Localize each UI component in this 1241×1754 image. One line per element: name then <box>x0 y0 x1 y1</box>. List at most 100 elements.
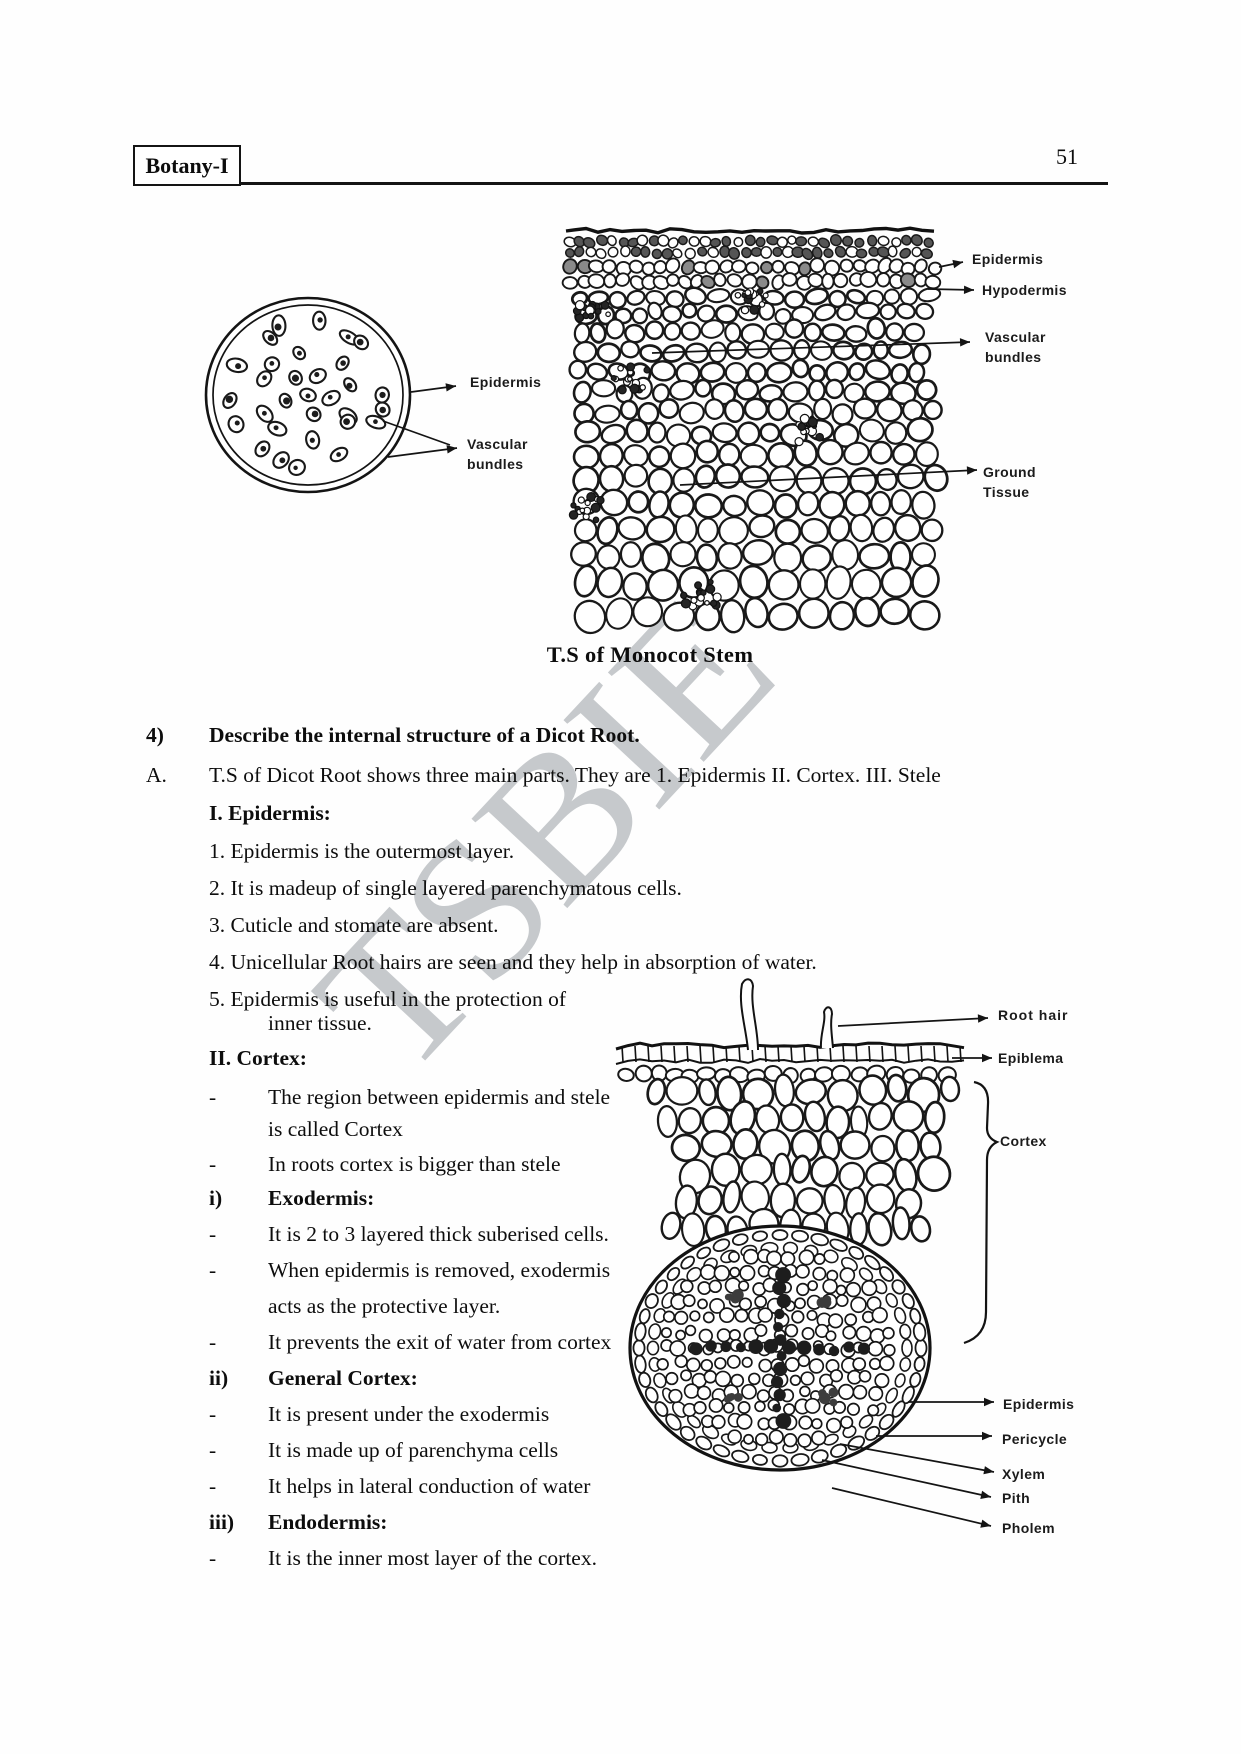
subheading-general-cortex: ii) General Cortex: <box>146 1363 418 1394</box>
fig2-epidermis-label: Epidermis <box>1003 1396 1075 1412</box>
subheading-exodermis: i) Exodermis: <box>146 1183 374 1214</box>
vascular-bundle-cluster <box>610 362 651 395</box>
item-text: 1. Epidermis is the outermost layer. <box>209 839 515 863</box>
list-item: 4. Unicellular Root hairs are seen and t… <box>146 947 817 978</box>
answer-marker: A. <box>146 763 167 787</box>
dash-marker: - <box>209 1222 217 1246</box>
item-text: 3. Cuticle and stomate are absent. <box>209 913 499 937</box>
fig1-right-vascular-label: Vascular bundles <box>985 327 1046 367</box>
item-text: acts as the protective layer. <box>268 1294 501 1318</box>
item-text: is called Cortex <box>268 1117 403 1141</box>
list-item: 2. It is madeup of single layered parenc… <box>146 873 682 904</box>
sub-marker: iii) <box>209 1510 235 1534</box>
sub-marker: ii) <box>209 1366 229 1390</box>
continuation-line: inner tissue. <box>146 1008 372 1039</box>
item-text: 5. Epidermis is useful in the protection… <box>209 987 567 1011</box>
heading-text: Endodermis: <box>268 1510 388 1534</box>
vascular-bundle-cluster <box>794 413 825 447</box>
header-rule <box>133 182 1108 185</box>
dash-item: - It helps in lateral conduction of wate… <box>146 1471 590 1502</box>
item-text: In roots cortex is bigger than stele <box>268 1152 561 1176</box>
section-heading-cortex: II. Cortex: <box>146 1043 307 1074</box>
fig1-right-hypodermis-label: Hypodermis <box>982 282 1067 298</box>
item-text: When epidermis is removed, exodermis <box>268 1258 611 1282</box>
fig1-right-vascular-line2: bundles <box>985 349 1042 365</box>
subheading-endodermis: iii) Endodermis: <box>146 1507 387 1538</box>
continuation-line: is called Cortex <box>146 1114 403 1145</box>
fig1-left-epidermis-label: Epidermis <box>470 374 542 390</box>
item-text: The region between epidermis and stele <box>268 1085 611 1109</box>
monocot-stem-figure <box>204 226 978 635</box>
dash-marker: - <box>209 1474 217 1498</box>
heading-text: General Cortex: <box>268 1366 418 1390</box>
item-text: It is made up of parenchyma cells <box>268 1438 559 1462</box>
item-text: It is present under the exodermis <box>268 1402 550 1426</box>
dash-marker: - <box>209 1546 217 1570</box>
list-item: 3. Cuticle and stomate are absent. <box>146 910 499 941</box>
monocot-circle-diagram <box>204 296 412 494</box>
fig2-pith-label: Pith <box>1002 1490 1031 1506</box>
fig1-ground-line2: Tissue <box>983 484 1030 500</box>
dicot-root-stele-diagram <box>628 1224 932 1472</box>
course-title: Botany-I <box>145 152 229 178</box>
continuation-line: acts as the protective layer. <box>146 1291 500 1322</box>
question-text: Describe the internal structure of a Dic… <box>209 723 640 747</box>
dash-marker: - <box>209 1085 217 1109</box>
fig1-left-vascular-line1: Vascular <box>467 436 528 452</box>
item-text: It prevents the exit of water from corte… <box>268 1330 612 1354</box>
dash-marker: - <box>209 1402 217 1426</box>
fig2-cortex-label: Cortex <box>1000 1133 1047 1149</box>
dash-marker: - <box>209 1330 217 1354</box>
heading-text: II. Cortex: <box>209 1046 307 1070</box>
vascular-bundle-cluster <box>568 491 605 524</box>
root-hair-long <box>739 978 759 1051</box>
fig1-right-epidermis-label: Epidermis <box>972 251 1044 267</box>
vascular-bundle-cluster <box>572 300 611 323</box>
fig1-caption: T.S of Monocot Stem <box>546 642 754 667</box>
heading-text: I. Epidermis: <box>209 801 331 825</box>
answer-intro-text: T.S of Dicot Root shows three main parts… <box>209 763 941 787</box>
cortex-brace <box>963 1080 1000 1345</box>
item-text: inner tissue. <box>268 1011 372 1035</box>
monocot-section-diagram <box>561 226 949 635</box>
dash-marker: - <box>209 1152 217 1176</box>
dash-item: - It is the inner most layer of the cort… <box>146 1543 597 1574</box>
page-number: 51 <box>1056 144 1078 169</box>
fig2-pholem-label: Pholem <box>1002 1520 1055 1536</box>
dicot-root-figure <box>615 978 1000 1528</box>
answer-intro-line: A. T.S of Dicot Root shows three main pa… <box>146 760 941 791</box>
vascular-bundle-cluster <box>680 578 722 611</box>
dash-marker: - <box>209 1258 217 1282</box>
dash-item: - The region between epidermis and stele <box>146 1082 610 1113</box>
fig1-ground-tissue-label: Ground Tissue <box>983 462 1036 502</box>
dash-item: - It is 2 to 3 layered thick suberised c… <box>146 1219 609 1250</box>
dash-item: - It is present under the exodermis <box>146 1399 549 1430</box>
sub-marker: i) <box>209 1186 223 1210</box>
fig2-xylem-label: Xylem <box>1002 1466 1046 1482</box>
fig2-pericycle-label: Pericycle <box>1002 1431 1068 1447</box>
item-text: It is 2 to 3 layered thick suberised cel… <box>268 1222 609 1246</box>
dash-item: - In roots cortex is bigger than stele <box>146 1149 561 1180</box>
list-item: 1. Epidermis is the outermost layer. <box>146 836 514 867</box>
item-text: It helps in lateral conduction of water <box>268 1474 591 1498</box>
fig1-left-vascular-label: Vascular bundles <box>467 434 528 474</box>
dash-marker: - <box>209 1438 217 1462</box>
course-badge: Botany-I <box>133 145 241 186</box>
heading-text: Exodermis: <box>268 1186 375 1210</box>
root-hair-short <box>819 1006 834 1049</box>
dash-item: - It prevents the exit of water from cor… <box>146 1327 611 1358</box>
fig1-ground-line1: Ground <box>983 464 1036 480</box>
fig1-right-vascular-line1: Vascular <box>985 329 1046 345</box>
vascular-bundle-cluster <box>734 287 769 315</box>
question-line: 4) Describe the internal structure of a … <box>146 720 640 751</box>
fig2-root-hair-label: Root hair <box>998 1007 1069 1023</box>
list-item: 5. Epidermis is useful in the protection… <box>146 984 566 1015</box>
section-heading-epidermis: I. Epidermis: <box>146 798 331 829</box>
fig2-epiblema-label: Epiblema <box>998 1050 1064 1066</box>
item-text: 2. It is madeup of single layered parenc… <box>209 876 682 900</box>
dash-item: - It is made up of parenchyma cells <box>146 1435 558 1466</box>
dash-item: - When epidermis is removed, exodermis <box>146 1255 610 1286</box>
question-number: 4) <box>146 723 164 747</box>
